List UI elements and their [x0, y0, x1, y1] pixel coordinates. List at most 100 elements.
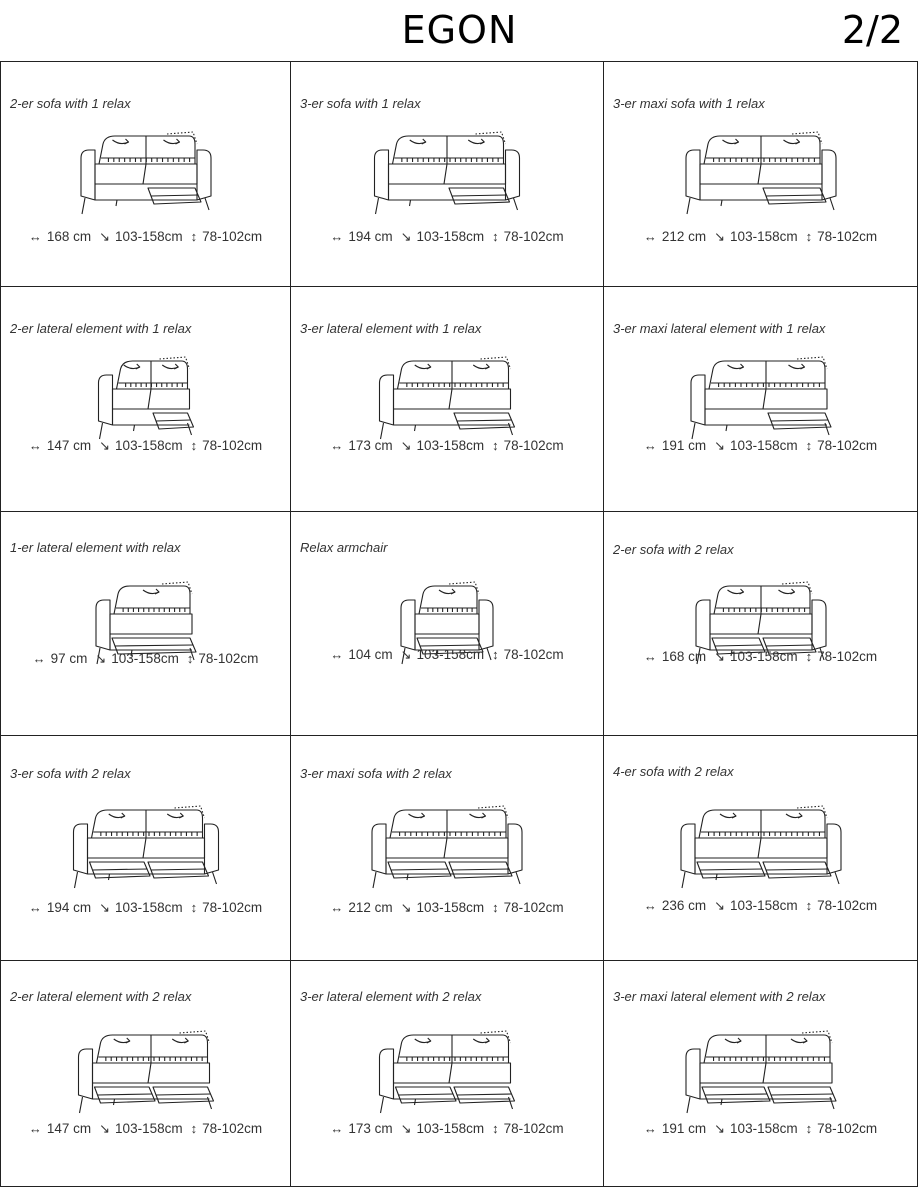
dimensions-row: ↔104 cm↘103-158cm↕78-102cm [291, 647, 603, 663]
sofa-drawing [367, 796, 527, 899]
depth-value: 103-158cm [115, 900, 183, 916]
depth-icon: ↘ [714, 229, 726, 244]
width-value: 104 cm [348, 646, 393, 662]
width-value: 194 cm [348, 229, 393, 244]
height-icon: ↕ [492, 1121, 499, 1137]
depth-icon: ↘ [714, 648, 726, 664]
width-icon: ↔ [643, 1121, 657, 1137]
sofa-drawing [370, 122, 525, 225]
product-title: Relax armchair [300, 539, 388, 555]
height-value: 78-102cm [503, 437, 564, 453]
height-icon: ↕ [492, 229, 499, 244]
dimensions-row: ↔147 cm ↘103-158cm ↕78-102cm [1, 438, 290, 454]
sofa-drawing [73, 1021, 218, 1124]
product-cell: 2-er sofa with 2 relax↔168 cm↘103-158cm↕… [604, 512, 917, 737]
product-cell: 3-er maxi sofa with 2 relax↔212 cm↘103-1… [291, 736, 604, 962]
width-value: 191 cm [661, 437, 707, 453]
width-value: 191 cm [661, 1121, 707, 1137]
sofa-illustration [79, 131, 212, 215]
width-value: 147 cm [46, 1121, 92, 1137]
product-cell: 2-er lateral element with 2 relax↔147 cm… [1, 961, 291, 1186]
width-icon: ↔ [643, 648, 657, 664]
width-icon: ↔ [28, 1121, 42, 1137]
height-value: 78-102cm [817, 1121, 878, 1137]
dimensions-row: ↔191 cm ↘103-158cm ↕78-102cm [604, 1121, 917, 1137]
depth-icon: ↘ [400, 646, 412, 662]
height-icon: ↕ [805, 1121, 813, 1137]
dimensions-row: ↔168 cm↘103-158cm↕78-102cm [604, 649, 917, 665]
depth-value: 103-158cm [730, 898, 798, 914]
height-value: 78-102cm [817, 437, 878, 453]
sofa-illustration [94, 581, 197, 664]
height-icon: ↕ [492, 900, 499, 916]
sofa-illustration [694, 581, 827, 664]
sofa-illustration [684, 1030, 837, 1114]
sofa-drawing [68, 796, 223, 899]
width-icon: ↔ [28, 437, 42, 453]
depth-icon: ↘ [714, 898, 726, 914]
sofa-drawing [93, 347, 198, 450]
width-icon: ↔ [643, 437, 657, 453]
depth-value: 103-158cm [730, 648, 798, 664]
depth-value: 103-158cm [730, 229, 798, 244]
depth-value: 103-158cm [111, 650, 179, 666]
depth-icon: ↘ [400, 437, 412, 453]
width-value: 212 cm [661, 229, 707, 244]
depth-value: 103-158cm [416, 229, 485, 244]
depth-value: 103-158cm [416, 437, 485, 453]
sofa-drawing [396, 572, 498, 675]
depth-icon: ↘ [99, 900, 111, 916]
height-icon: ↕ [186, 650, 194, 666]
product-title: 4-er sofa with 2 relax [613, 764, 734, 780]
height-value: 78-102cm [503, 646, 564, 662]
height-icon: ↕ [492, 646, 499, 662]
width-icon: ↔ [32, 650, 46, 666]
dimensions-row: ↔147 cm↘103-158cm↕78-102cm [1, 1121, 290, 1137]
product-title: 3-er sofa with 1 relax [300, 96, 421, 111]
depth-icon: ↘ [714, 437, 726, 453]
depth-icon: ↘ [714, 1121, 726, 1137]
dimensions-row: ↔212 cm↘103-158cm↕78-102cm [604, 229, 917, 245]
sofa-drawing [76, 122, 216, 225]
height-icon: ↕ [190, 437, 198, 453]
dimensions-row: ↔191 cm ↘103-158cm ↕78-102cm [604, 438, 917, 454]
width-value: 147 cm [46, 437, 92, 453]
sofa-illustration [97, 356, 194, 439]
height-icon: ↕ [805, 437, 813, 453]
product-cell: 3-er lateral element with 2 relax↔173 cm… [291, 961, 604, 1186]
height-value: 78-102cm [503, 1121, 564, 1137]
width-icon: ↔ [330, 1121, 344, 1137]
width-value: 168 cm [661, 648, 707, 664]
product-title: 3-er maxi lateral element with 1 relax [613, 320, 826, 336]
width-value: 97 cm [50, 650, 88, 666]
width-value: 173 cm [348, 1121, 393, 1137]
sofa-illustration [689, 356, 832, 439]
depth-value: 103-158cm [115, 1121, 183, 1137]
depth-value: 103-158cm [416, 1121, 485, 1137]
depth-icon: ↘ [95, 650, 107, 666]
product-cell: 3-er sofa with 1 relax↔194 cm↘103-158cm↕… [291, 62, 604, 287]
height-value: 78-102cm [202, 437, 263, 453]
width-icon: ↔ [330, 646, 344, 662]
width-value: 236 cm [661, 898, 707, 914]
sofa-drawing [676, 796, 846, 899]
depth-value: 103-158cm [730, 437, 798, 453]
height-value: 78-102cm [817, 898, 878, 914]
depth-value: 103-158cm [115, 437, 183, 453]
product-title: 1-er lateral element with relax [10, 539, 181, 555]
height-value: 78-102cm [202, 229, 263, 244]
sofa-drawing [375, 347, 520, 450]
page-number: 2/2 [841, 8, 903, 52]
width-icon: ↔ [330, 437, 344, 453]
sofa-drawing [91, 572, 201, 675]
height-value: 78-102cm [503, 229, 564, 244]
depth-value: 103-158cm [730, 1121, 798, 1137]
width-icon: ↔ [643, 898, 657, 914]
product-title: 3-er maxi lateral element with 2 relax [613, 989, 826, 1005]
product-title: 3-er maxi sofa with 1 relax [613, 96, 765, 111]
sofa-drawing [686, 347, 836, 450]
depth-icon: ↘ [99, 437, 111, 453]
sofa-illustration [371, 805, 523, 889]
width-icon: ↔ [28, 229, 42, 244]
depth-icon: ↘ [400, 229, 412, 244]
